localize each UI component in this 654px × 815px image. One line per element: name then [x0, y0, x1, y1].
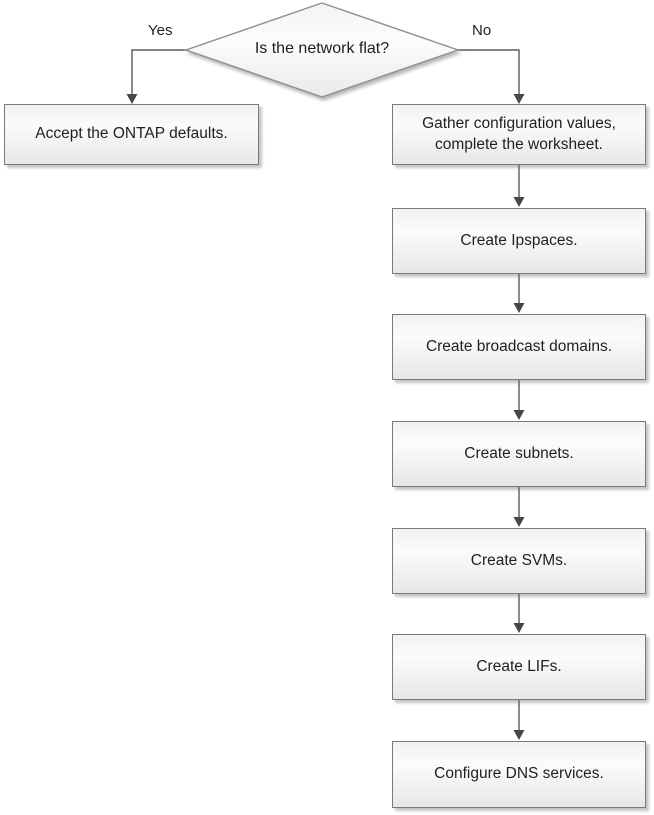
node-create-lifs: Create LIFs.	[392, 634, 646, 700]
node-create-ipspaces: Create Ipspaces.	[392, 208, 646, 274]
connector-broadcast-subnets	[513, 380, 525, 420]
node-gather-configuration-values: Gather configuration values, complete th…	[392, 104, 646, 165]
decision-diamond	[183, 2, 461, 98]
node-create-svms: Create SVMs.	[392, 528, 646, 594]
yes-connector	[126, 49, 187, 104]
no-connector	[457, 49, 525, 104]
connector-subnets-svms	[513, 487, 525, 527]
connector-ipspaces-broadcast	[513, 274, 525, 313]
node-accept-ontap-defaults: Accept the ONTAP defaults.	[4, 104, 259, 165]
node-configure-dns-services: Configure DNS services.	[392, 741, 646, 808]
connector-svms-lifs	[513, 594, 525, 633]
connector-lifs-dns	[513, 700, 525, 740]
no-branch-label: No	[472, 22, 492, 39]
decision-question: Is the network flat?	[254, 40, 390, 57]
connector-gather-ipspaces	[513, 165, 525, 207]
node-create-subnets: Create subnets.	[392, 421, 646, 487]
node-create-broadcast-domains: Create broadcast domains.	[392, 314, 646, 380]
yes-branch-label: Yes	[148, 22, 173, 39]
